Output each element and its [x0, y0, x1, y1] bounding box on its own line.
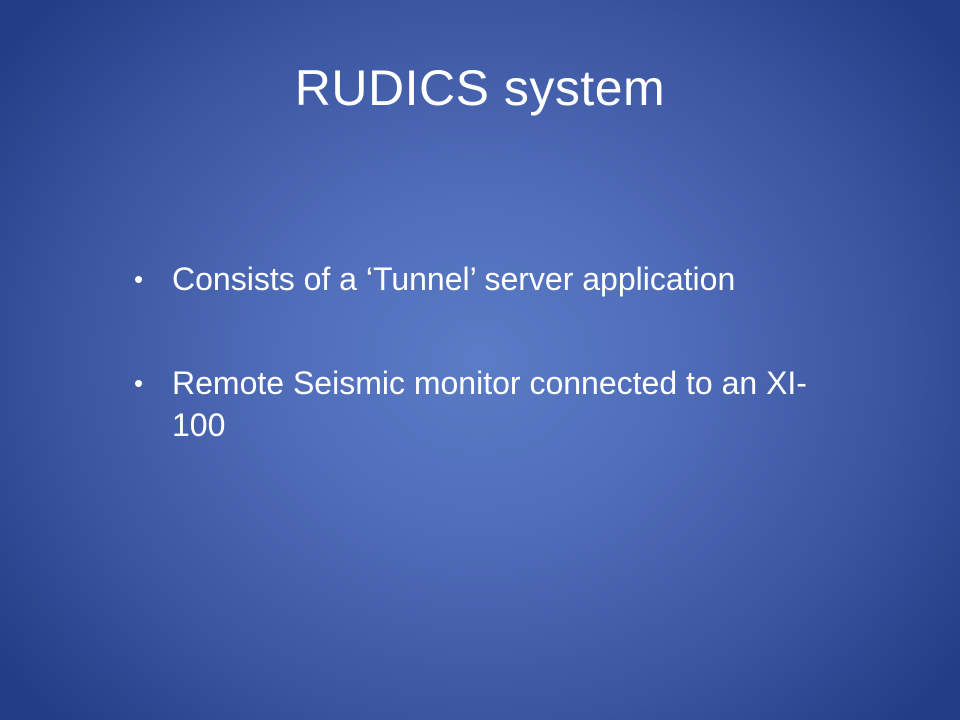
bullet-marker: • — [134, 264, 144, 294]
bullet-text: Remote Seismic monitor connected to an X… — [172, 365, 807, 443]
bullet-list: • Consists of a ‘Tunnel’ server applicat… — [134, 258, 824, 508]
bullet-text: Consists of a ‘Tunnel’ server applicatio… — [172, 261, 736, 297]
bullet-marker: • — [134, 368, 144, 398]
bullet-item: • Consists of a ‘Tunnel’ server applicat… — [134, 258, 824, 300]
bullet-item: • Remote Seismic monitor connected to an… — [134, 362, 824, 446]
slide-title: RUDICS system — [294, 60, 666, 116]
